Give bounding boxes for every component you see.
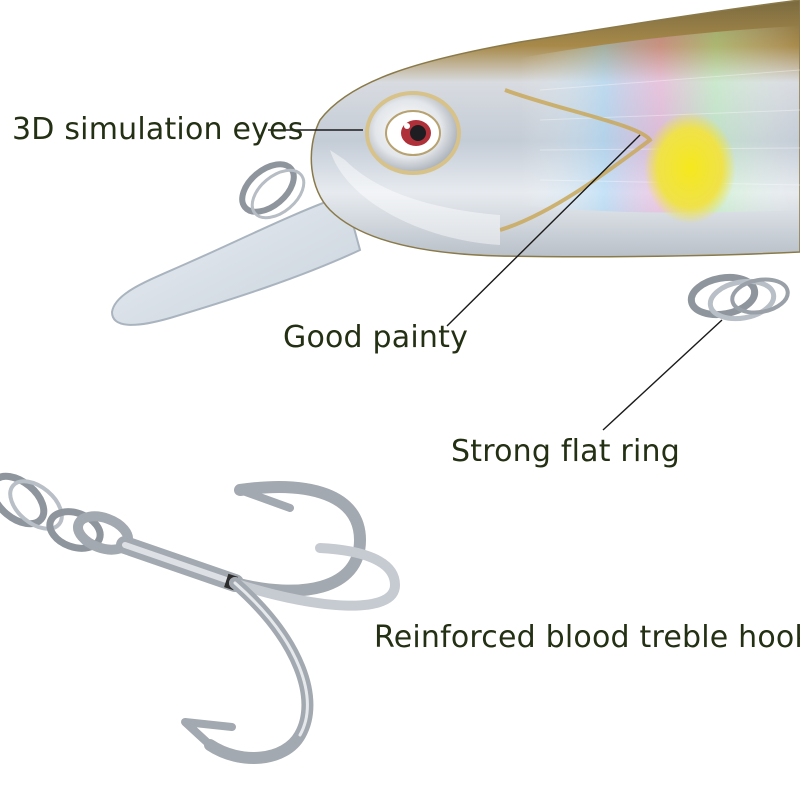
treble-hook xyxy=(73,481,400,764)
callout-ring: Strong flat ring xyxy=(451,434,680,469)
split-ring xyxy=(687,273,790,322)
callout-eyes: 3D simulation eyes xyxy=(12,112,304,147)
gill-plate xyxy=(499,88,653,232)
callout-painting: Good painty xyxy=(283,320,469,355)
chain-rings xyxy=(0,472,104,552)
lure-eye xyxy=(365,91,461,175)
diving-lip xyxy=(110,193,362,326)
leader-line-painting xyxy=(446,134,641,327)
clear-head xyxy=(330,150,500,245)
leader-line-ring xyxy=(602,319,723,431)
callout-hooks: Reinforced blood treble hooks xyxy=(374,620,800,655)
yellow-spot xyxy=(644,112,736,224)
leader-lines xyxy=(268,129,723,431)
line-tie-ring xyxy=(239,161,306,220)
